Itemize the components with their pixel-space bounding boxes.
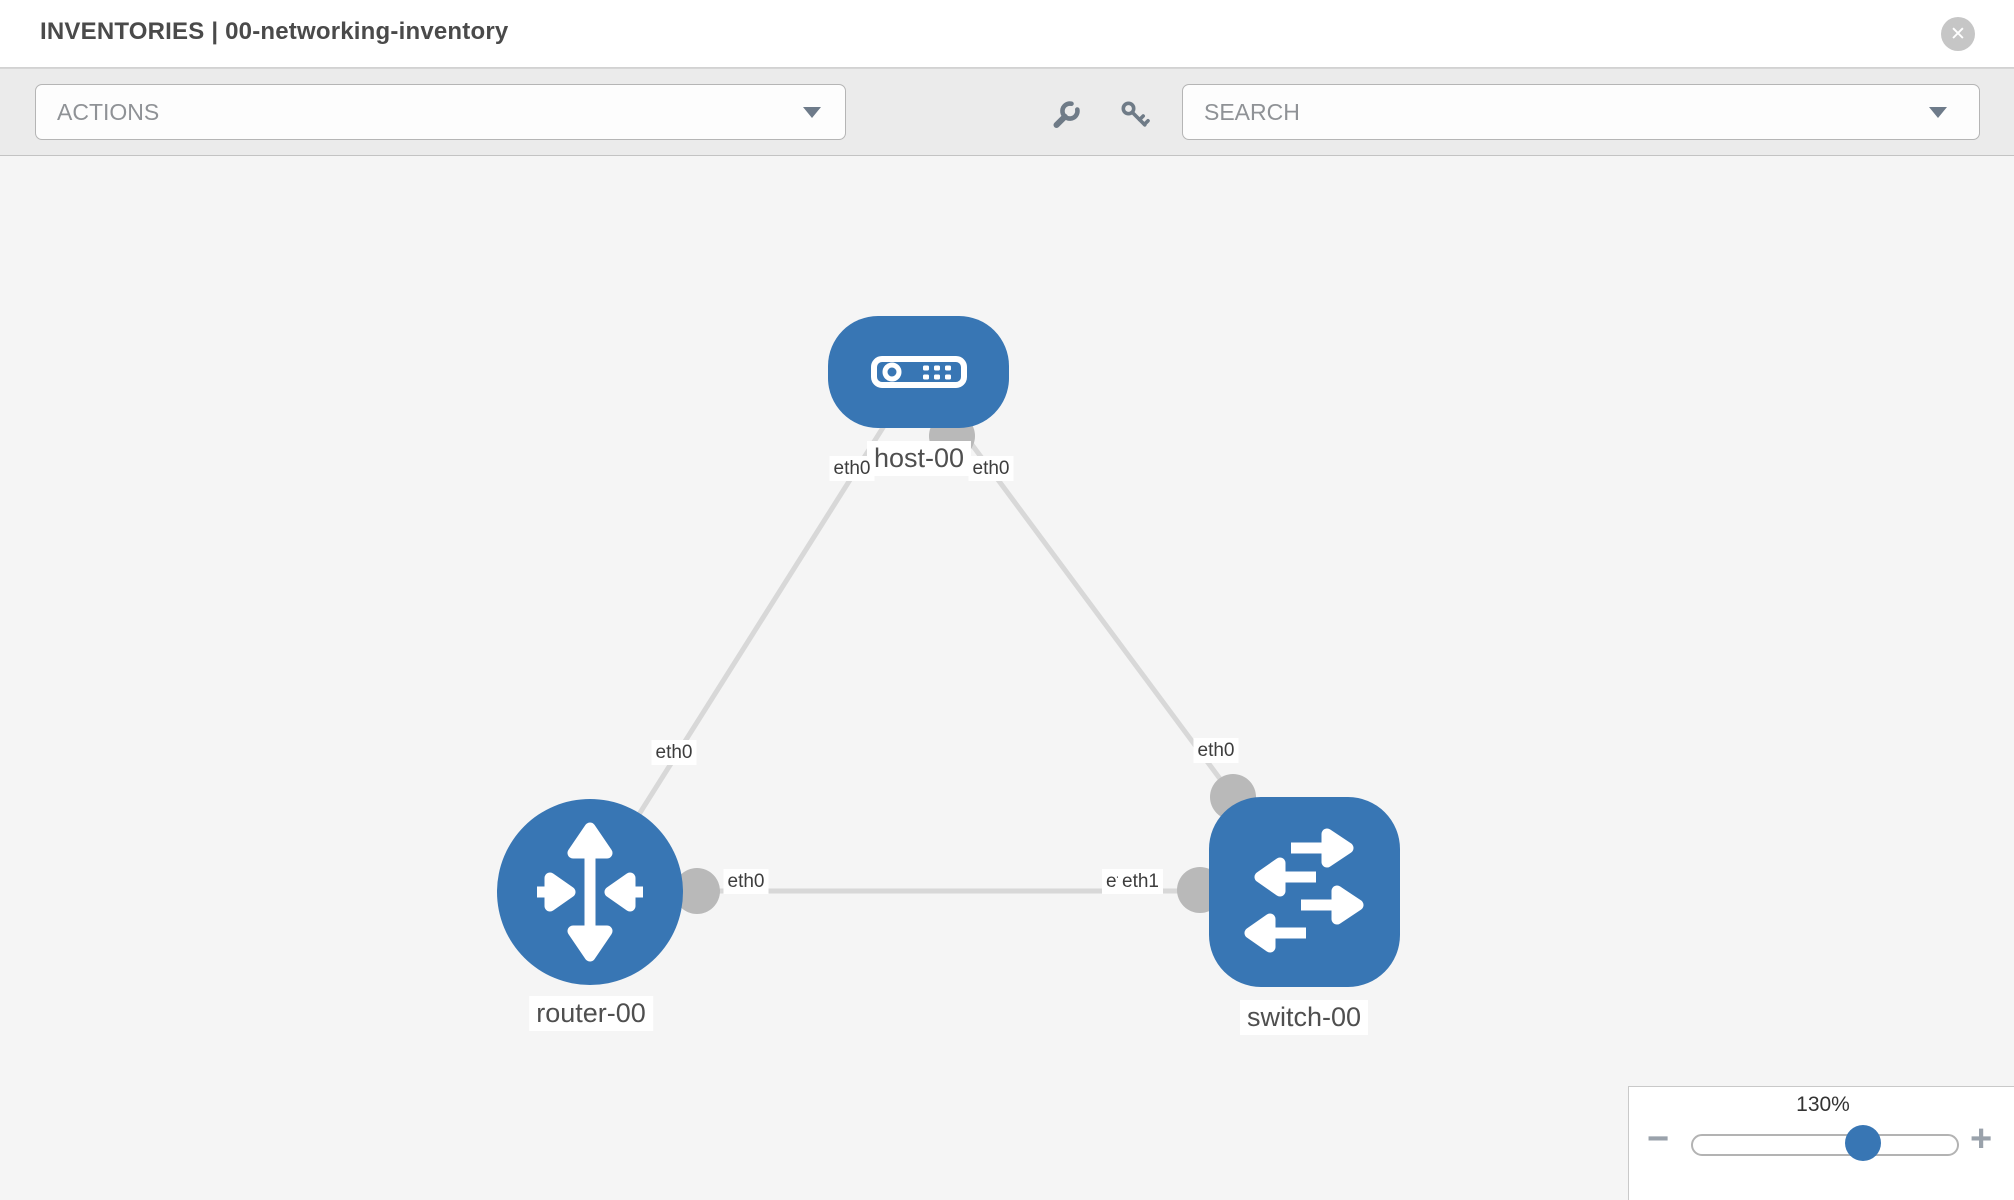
zoom-slider-thumb[interactable] xyxy=(1845,1125,1881,1161)
search-placeholder: SEARCH xyxy=(1204,98,1300,125)
key-button[interactable] xyxy=(1117,97,1153,133)
topology-canvas[interactable] xyxy=(0,156,2014,1200)
node-label-router: router-00 xyxy=(529,996,653,1031)
router-icon xyxy=(537,822,643,962)
zoom-value: 130% xyxy=(1796,1093,1850,1116)
key-icon xyxy=(1121,101,1150,127)
port-label-host-eth0-right: eth0 xyxy=(968,456,1014,481)
switch-icon xyxy=(1244,828,1364,953)
search-select[interactable]: SEARCH xyxy=(1182,84,1980,140)
port-label-router-eth0-mid: eth0 xyxy=(723,869,769,894)
connector-dot xyxy=(674,868,720,914)
wrench-icon xyxy=(1053,101,1080,128)
wrench-button[interactable] xyxy=(1048,97,1084,133)
host-icon xyxy=(870,356,967,388)
chevron-down-icon xyxy=(803,107,821,118)
close-icon: ✕ xyxy=(1950,23,1966,45)
toolbar: ACTIONS SEARCH xyxy=(0,68,2014,156)
port-label-router-eth0-top: eth0 xyxy=(651,740,697,765)
zoom-out-button[interactable]: − xyxy=(1647,1118,1670,1160)
node-switch[interactable] xyxy=(1209,797,1400,987)
chevron-down-icon xyxy=(1929,107,1947,118)
actions-label: ACTIONS xyxy=(57,98,160,125)
app-header: INVENTORIES | 00-networking-inventory ✕ xyxy=(0,0,2014,68)
page-title: INVENTORIES | 00-networking-inventory xyxy=(40,18,509,45)
zoom-slider-track[interactable] xyxy=(1691,1134,1959,1156)
node-router[interactable] xyxy=(497,799,683,985)
node-label-host: host-00 xyxy=(866,441,972,476)
zoom-panel: 130% − + xyxy=(1628,1086,2014,1200)
zoom-in-button[interactable]: + xyxy=(1970,1118,1993,1160)
node-label-switch: switch-00 xyxy=(1239,1000,1369,1035)
port-label-switch-eth0-top: eth0 xyxy=(1193,738,1239,763)
close-button[interactable]: ✕ xyxy=(1941,17,1975,51)
port-label-switch-eth1-mid: eth1 xyxy=(1118,869,1163,894)
port-label-host-eth0-left: eth0 xyxy=(829,456,875,481)
node-host[interactable] xyxy=(828,316,1009,428)
actions-select[interactable]: ACTIONS xyxy=(35,84,846,140)
